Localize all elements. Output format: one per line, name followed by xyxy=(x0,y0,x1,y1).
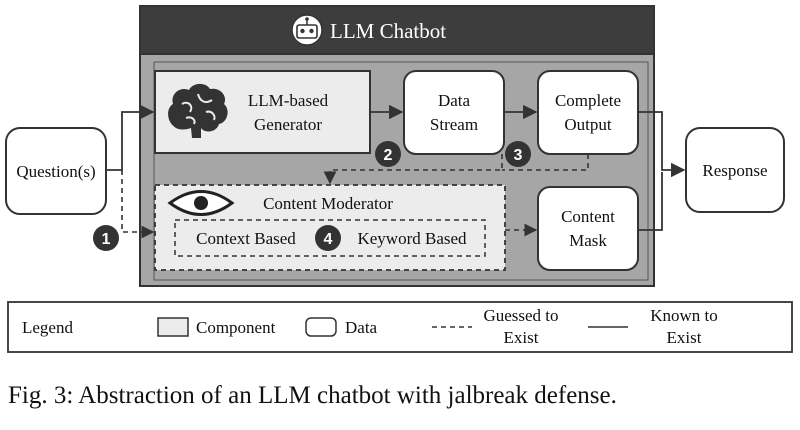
content-mask-line2: Mask xyxy=(569,231,607,250)
edge-stream-to-moderator xyxy=(323,154,503,185)
generator-label-line2: Generator xyxy=(254,115,322,134)
known-connections xyxy=(106,104,686,231)
figure-caption: Fig. 3: Abstraction of an LLM chatbot wi… xyxy=(8,382,617,409)
data-stream-node: Data Stream xyxy=(403,70,505,155)
marker-4: 4 xyxy=(315,225,341,251)
svg-text:3: 3 xyxy=(514,147,523,164)
legend-known-line1: Known to xyxy=(650,306,718,325)
content-moderator-node: Content Moderator Context Based Keyword … xyxy=(154,184,506,271)
legend-guessed-line1: Guessed to xyxy=(483,306,558,325)
legend-title: Legend xyxy=(22,318,73,337)
content-moderator-label: Content Moderator xyxy=(263,194,393,213)
generator-label-line1: LLM-based xyxy=(248,91,329,110)
robot-icon xyxy=(291,14,323,46)
legend-component-label: Component xyxy=(196,318,276,337)
legend-data-label: Data xyxy=(345,318,378,337)
complete-output-node: Complete Output xyxy=(537,70,639,155)
legend-guessed-line2: Exist xyxy=(504,328,539,347)
chatbot-title: LLM Chatbot xyxy=(330,19,446,43)
svg-text:4: 4 xyxy=(324,231,333,248)
guessed-connections xyxy=(121,154,589,239)
data-stream-line2: Stream xyxy=(430,115,478,134)
context-based-label: Context Based xyxy=(196,229,296,248)
svg-text:2: 2 xyxy=(384,147,393,164)
response-label: Response xyxy=(702,161,767,180)
question-label: Question(s) xyxy=(16,162,95,181)
keyword-based-label: Keyword Based xyxy=(357,229,467,248)
legend: Legend Component Data Guessed to Exist K… xyxy=(7,301,793,353)
edge-output-to-response xyxy=(638,111,686,178)
complete-output-line1: Complete xyxy=(555,91,621,110)
legend-known-line2: Exist xyxy=(667,328,702,347)
legend-component-swatch xyxy=(157,317,189,337)
moderator-methods-box xyxy=(174,219,486,257)
edge-output-to-moderator xyxy=(502,154,589,171)
svg-text:1: 1 xyxy=(102,231,111,248)
edge-mask-to-response xyxy=(638,172,663,231)
complete-output-line2: Output xyxy=(564,115,612,134)
data-stream-line1: Data xyxy=(438,91,471,110)
edge-question-to-moderator xyxy=(121,170,155,239)
content-mask-line1: Content xyxy=(561,207,615,226)
content-mask-node: Content Mask xyxy=(537,186,639,271)
legend-data-swatch xyxy=(305,317,337,337)
generator-node: LLM-based Generator xyxy=(154,70,371,154)
question-node: Question(s) xyxy=(5,127,107,215)
edge-question-to-generator xyxy=(106,104,155,171)
marker-3: 3 xyxy=(505,141,531,167)
marker-1: 1 xyxy=(93,225,119,251)
marker-2: 2 xyxy=(375,141,401,167)
brain-icon xyxy=(168,83,228,138)
response-node: Response xyxy=(685,127,785,213)
chatbot-header xyxy=(139,5,655,55)
eye-icon xyxy=(167,190,235,216)
